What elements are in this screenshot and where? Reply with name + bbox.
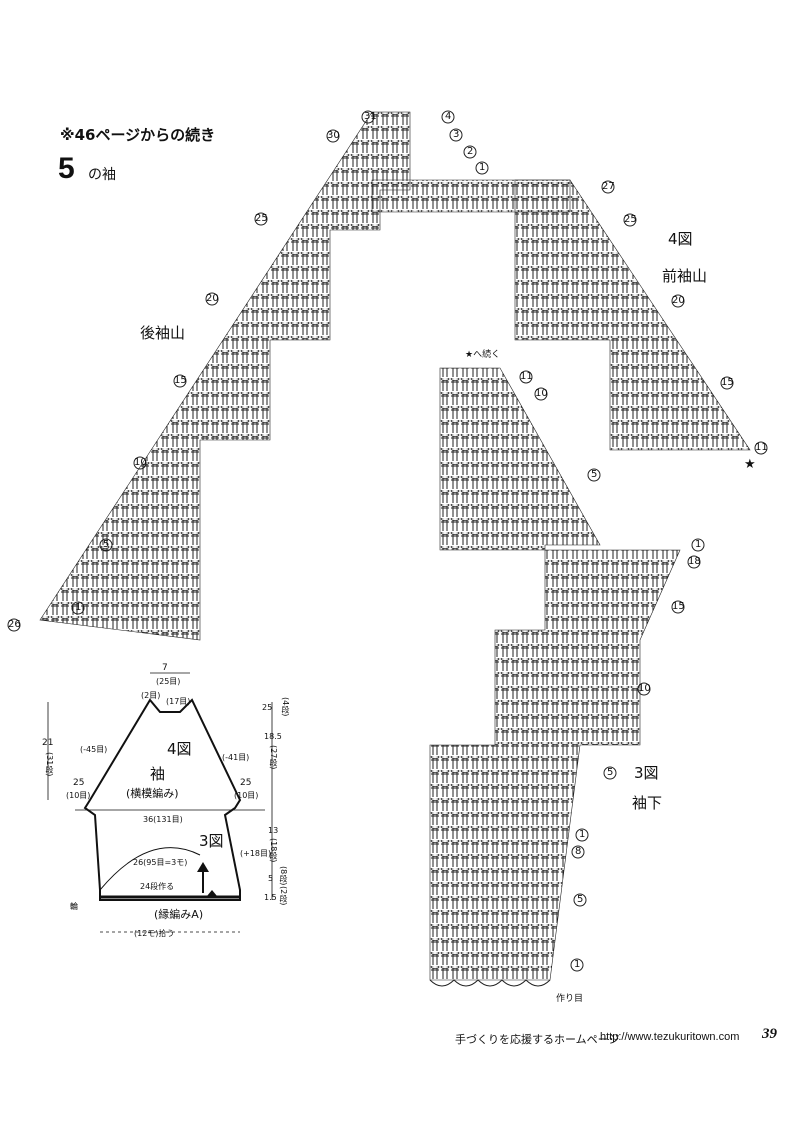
row-label: 26: [8, 619, 21, 630]
row-label: 25: [624, 214, 637, 225]
star-icon: ★: [744, 457, 756, 472]
dim-d1-rows: (4段): [281, 697, 290, 717]
row-label: 11: [520, 371, 533, 382]
footer-url[interactable]: http://www.tezukuritown.com: [600, 1031, 740, 1043]
height-cap-rows: (31段): [45, 752, 54, 777]
lower-section-chart: [429, 549, 681, 981]
pickup-label: (12モ)拾う: [134, 929, 175, 938]
row-label: 8: [575, 846, 582, 857]
row-label: 3: [453, 129, 460, 140]
row-label: 27: [602, 181, 615, 192]
top-width: 7: [162, 663, 168, 673]
dim-d3-rows: (18段): [269, 838, 278, 863]
row-label: 20: [206, 293, 219, 304]
section-label: の袖: [88, 167, 116, 183]
cast-on-scallops: [429, 979, 551, 987]
dim-d1: 25: [262, 703, 273, 712]
row-label: 5: [577, 894, 584, 905]
row-label: 10: [134, 457, 147, 468]
dim-d5: 1.5: [264, 893, 277, 902]
row-label: 2: [467, 146, 474, 157]
edging-label: (縁編みA): [154, 908, 204, 921]
ring-label: 輪: [70, 902, 78, 911]
fig3-label: 3図: [634, 764, 659, 782]
row-label: 1: [574, 959, 581, 970]
width-26: 26(95目=3モ): [133, 858, 188, 867]
side-left: 25: [73, 778, 85, 788]
row-label: 1: [75, 602, 82, 613]
dim-d2-rows: (27段): [269, 745, 278, 770]
dec-left: (-45目): [80, 745, 108, 754]
row-label: 11: [755, 442, 768, 453]
side-left-sts: (10目): [66, 791, 91, 800]
schematic-pattern: (横模編み): [126, 787, 179, 800]
front-sleeve-cap-label: 前袖山: [662, 267, 708, 285]
row-label: 1: [695, 539, 702, 550]
row-label: 4: [445, 111, 452, 122]
schematic-sleeve: 袖: [150, 765, 166, 783]
continue-to-star-label: ★へ続く: [465, 350, 501, 360]
side-right: 25: [240, 778, 252, 788]
schematic-fig4: 4図: [167, 740, 192, 758]
row-label: 10: [535, 388, 548, 399]
row-label: 20: [672, 295, 685, 306]
row-label: 5: [607, 767, 614, 778]
fig4-label: 4図: [668, 230, 693, 248]
top-left-sts: (2目): [141, 691, 161, 700]
inc-right: (+18目): [240, 849, 272, 858]
row-markers-left: [7, 110, 375, 632]
middle-section-chart: [439, 367, 601, 551]
row-label: 30: [327, 130, 340, 141]
dim-d4: 5: [268, 874, 274, 883]
page-number: 39: [762, 1026, 777, 1042]
back-sleeve-cap-chart: [39, 111, 411, 641]
front-sleeve-cap-chart: [514, 179, 751, 451]
row-label: 1: [579, 829, 586, 840]
row-label: 5: [103, 539, 110, 550]
cast-on-label: 作り目: [556, 994, 584, 1004]
top-right-sts: (17目): [166, 697, 191, 706]
dec-right: (-41目): [222, 753, 250, 762]
row-label: 18: [688, 556, 701, 567]
row-label: 25: [255, 213, 268, 224]
width-36: 36(131目): [143, 815, 183, 824]
side-right-sts: (10目): [234, 791, 259, 800]
row-label: 15: [672, 601, 685, 612]
dim-d4-rows: (8段): [279, 866, 288, 886]
row-label: 15: [174, 375, 187, 386]
row-label: 1: [479, 162, 486, 173]
dim-d2: 18.5: [264, 732, 282, 741]
continued-note: ※46ページからの続き: [60, 126, 216, 144]
dim-d5-rows: (2段): [279, 886, 288, 906]
top-width-sts: (25目): [156, 677, 181, 686]
footer-text: 手づくりを応援するホームページ: [455, 1033, 620, 1046]
dim-d3: 13: [268, 826, 279, 835]
section-number: 5: [58, 152, 75, 185]
row-label: 5: [591, 469, 598, 480]
row-label: 31: [364, 111, 377, 122]
row-label: 15: [721, 377, 734, 388]
schematic-fig3: 3図: [199, 832, 224, 850]
row-label: 10: [638, 683, 651, 694]
row-markers-right: [441, 110, 768, 972]
rows-24: 24段作る: [140, 882, 175, 891]
height-cap: 21: [42, 738, 54, 748]
back-sleeve-cap-label: 後袖山: [140, 324, 186, 342]
sleeve-under-label: 袖下: [632, 794, 663, 812]
